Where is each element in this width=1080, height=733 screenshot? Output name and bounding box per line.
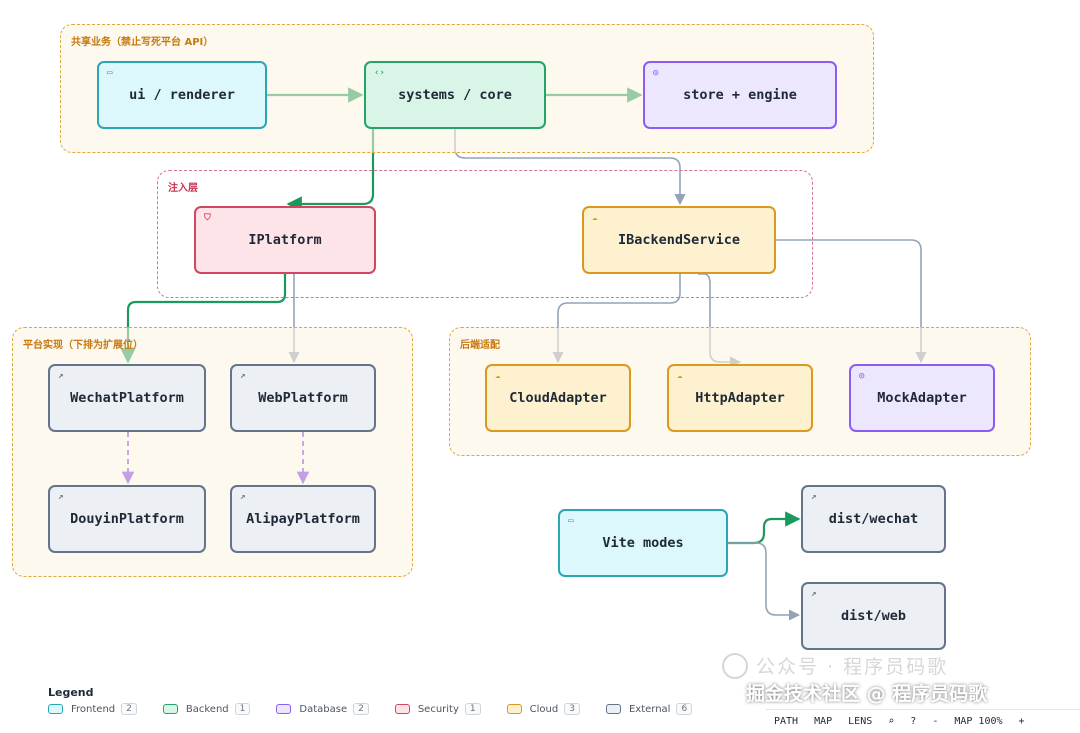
node-ibackendservice[interactable]: ☁ IBackendService: [582, 206, 776, 274]
code-icon: ‹›: [374, 68, 385, 78]
zoom-level: MAP 100%: [954, 716, 1003, 727]
legend-label: Database: [299, 703, 348, 715]
zoom-in-button[interactable]: +: [1018, 716, 1025, 727]
database-icon: ◎: [653, 68, 659, 78]
legend-label: Backend: [185, 703, 229, 715]
legend-count: 2: [121, 703, 137, 715]
external-link-icon: ↗: [58, 371, 64, 381]
legend-count: 3: [564, 703, 580, 715]
watermark-juejin: 掘金技术社区 @ 程序员码歌: [746, 683, 988, 705]
node-store-engine[interactable]: ◎ store + engine: [643, 61, 837, 129]
node-ui-renderer[interactable]: ▭ ui / renderer: [97, 61, 267, 129]
node-label: ui / renderer: [129, 87, 235, 103]
node-label: MockAdapter: [877, 390, 967, 406]
node-cloud-adapter[interactable]: ☁ CloudAdapter: [485, 364, 631, 432]
node-wechat-platform[interactable]: ↗ WechatPlatform: [48, 364, 206, 432]
edge-vite-to-dist-wechat: [728, 511, 801, 545]
external-link-icon: ↗: [811, 589, 817, 599]
node-label: IPlatform: [248, 232, 322, 248]
watermark-text: 公众号 · 程序员码歌: [756, 656, 949, 678]
node-label: HttpAdapter: [695, 390, 785, 406]
legend-swatch: [162, 704, 178, 714]
edge-vite-to-dist-web: [728, 542, 801, 621]
node-label: store + engine: [683, 87, 797, 103]
database-icon: ◎: [859, 371, 865, 381]
group-label-backend: 后端适配: [460, 340, 500, 351]
node-http-adapter[interactable]: ☁ HttpAdapter: [667, 364, 813, 432]
lens-button[interactable]: LENS: [848, 716, 873, 727]
external-link-icon: ↗: [811, 492, 817, 502]
window-icon: ▭: [107, 68, 113, 78]
node-systems-core[interactable]: ‹› systems / core: [364, 61, 546, 129]
legend-label: Cloud: [529, 703, 559, 715]
node-label: IBackendService: [618, 232, 740, 248]
legend-label: Security: [417, 703, 459, 715]
node-label: Vite modes: [602, 535, 684, 551]
node-dist-web[interactable]: ↗ dist/web: [801, 582, 946, 650]
node-label: AlipayPlatform: [246, 511, 360, 527]
window-icon: ▭: [568, 516, 574, 526]
watermark-wechat: 公众号 · 程序员码歌: [722, 652, 948, 679]
node-alipay-platform[interactable]: ↗ AlipayPlatform: [230, 485, 376, 553]
legend-item-backend[interactable]: Backend 1: [162, 703, 251, 715]
legend-label: External: [628, 703, 671, 715]
external-link-icon: ↗: [240, 371, 246, 381]
node-label: dist/web: [840, 608, 907, 624]
legend-swatch: [506, 704, 522, 714]
legend-count: 6: [676, 703, 693, 715]
path-button[interactable]: PATH: [774, 716, 799, 727]
node-vite-modes[interactable]: ▭ Vite modes: [558, 509, 728, 577]
search-icon[interactable]: ⌕: [888, 716, 895, 727]
shield-icon: ⛉: [204, 213, 211, 223]
external-link-icon: ↗: [240, 492, 246, 502]
legend-swatch: [605, 704, 621, 714]
legend-label: Frontend: [71, 703, 116, 715]
node-label: CloudAdapter: [509, 390, 607, 406]
legend-item-external[interactable]: External 6: [605, 703, 693, 715]
help-button[interactable]: ?: [910, 716, 917, 727]
legend: Legend Frontend 2 Backend 1 Database 2 S…: [48, 686, 718, 715]
legend-swatch: [276, 704, 292, 714]
node-douyin-platform[interactable]: ↗ DouyinPlatform: [48, 485, 206, 553]
legend-item-database[interactable]: Database 2: [276, 703, 369, 715]
legend-swatch: [394, 704, 410, 714]
map-button[interactable]: MAP: [814, 716, 833, 727]
node-dist-wechat[interactable]: ↗ dist/wechat: [801, 485, 946, 553]
node-iplatform[interactable]: ⛉ IPlatform: [194, 206, 376, 274]
group-label-shared: 共享业务（禁止写死平台 API）: [71, 37, 214, 48]
zoom-out-button[interactable]: -: [932, 716, 939, 727]
node-label: WebPlatform: [258, 390, 348, 406]
legend-item-cloud[interactable]: Cloud 3: [506, 703, 580, 715]
node-label: DouyinPlatform: [70, 511, 184, 527]
legend-title: Legend: [48, 686, 94, 699]
legend-count: 1: [234, 703, 251, 715]
group-label-inject: 注入层: [168, 183, 198, 194]
bottom-toolbar: PATH MAP LENS ⌕ ? - MAP 100% +: [766, 709, 1080, 733]
cloud-icon: ☁: [495, 371, 501, 381]
cloud-icon: ☁: [592, 213, 598, 223]
node-web-platform[interactable]: ↗ WebPlatform: [230, 364, 376, 432]
wechat-logo-icon: [722, 652, 748, 679]
legend-item-frontend[interactable]: Frontend 2: [48, 703, 137, 715]
legend-swatch: [48, 704, 63, 714]
node-mock-adapter[interactable]: ◎ MockAdapter: [849, 364, 995, 432]
node-label: WechatPlatform: [70, 390, 184, 406]
cloud-icon: ☁: [677, 371, 683, 381]
legend-count: 1: [464, 703, 481, 715]
external-link-icon: ↗: [58, 492, 64, 502]
node-label: systems / core: [398, 87, 512, 103]
legend-item-security[interactable]: Security 1: [394, 703, 481, 715]
legend-items: Frontend 2 Backend 1 Database 2 Security…: [48, 703, 718, 715]
group-label-platform: 平台实现（下排为扩展位）: [23, 340, 143, 351]
node-label: dist/wechat: [828, 511, 919, 527]
group-injection-layer: 注入层: [157, 170, 813, 298]
legend-count: 2: [353, 703, 369, 715]
